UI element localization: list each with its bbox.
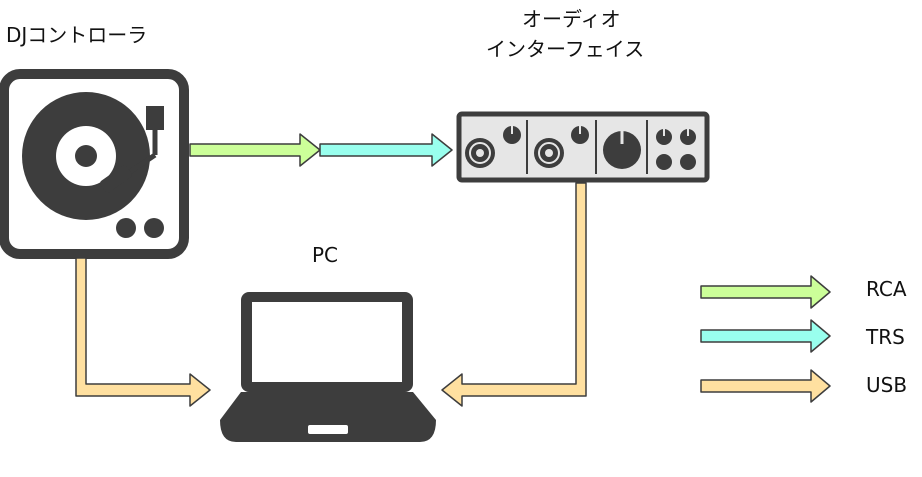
laptop-icon [220, 292, 436, 442]
legend-arrow-rca [700, 275, 831, 309]
audio-interface-icon [456, 111, 710, 183]
legend-arrow-usb [700, 369, 831, 403]
legend-label-rca: RCA [866, 277, 907, 301]
legend-arrow-trs [700, 319, 831, 353]
pc-label: PC [312, 243, 339, 267]
audio-interface-label-line1: オーディオ [522, 7, 621, 31]
trs-arrow [319, 133, 453, 167]
audio-interface-label-line2: インターフェイス [486, 37, 645, 61]
dj-controller-label: DJコントローラ [6, 23, 148, 47]
legend-label-usb: USB [866, 373, 908, 397]
legend-label-trs: TRS [866, 325, 905, 349]
rca-arrow [189, 133, 321, 167]
usb-arrow-dj-to-pc [75, 257, 211, 407]
turntable-icon [0, 69, 189, 259]
usb-arrow-interface-to-pc [441, 182, 587, 407]
